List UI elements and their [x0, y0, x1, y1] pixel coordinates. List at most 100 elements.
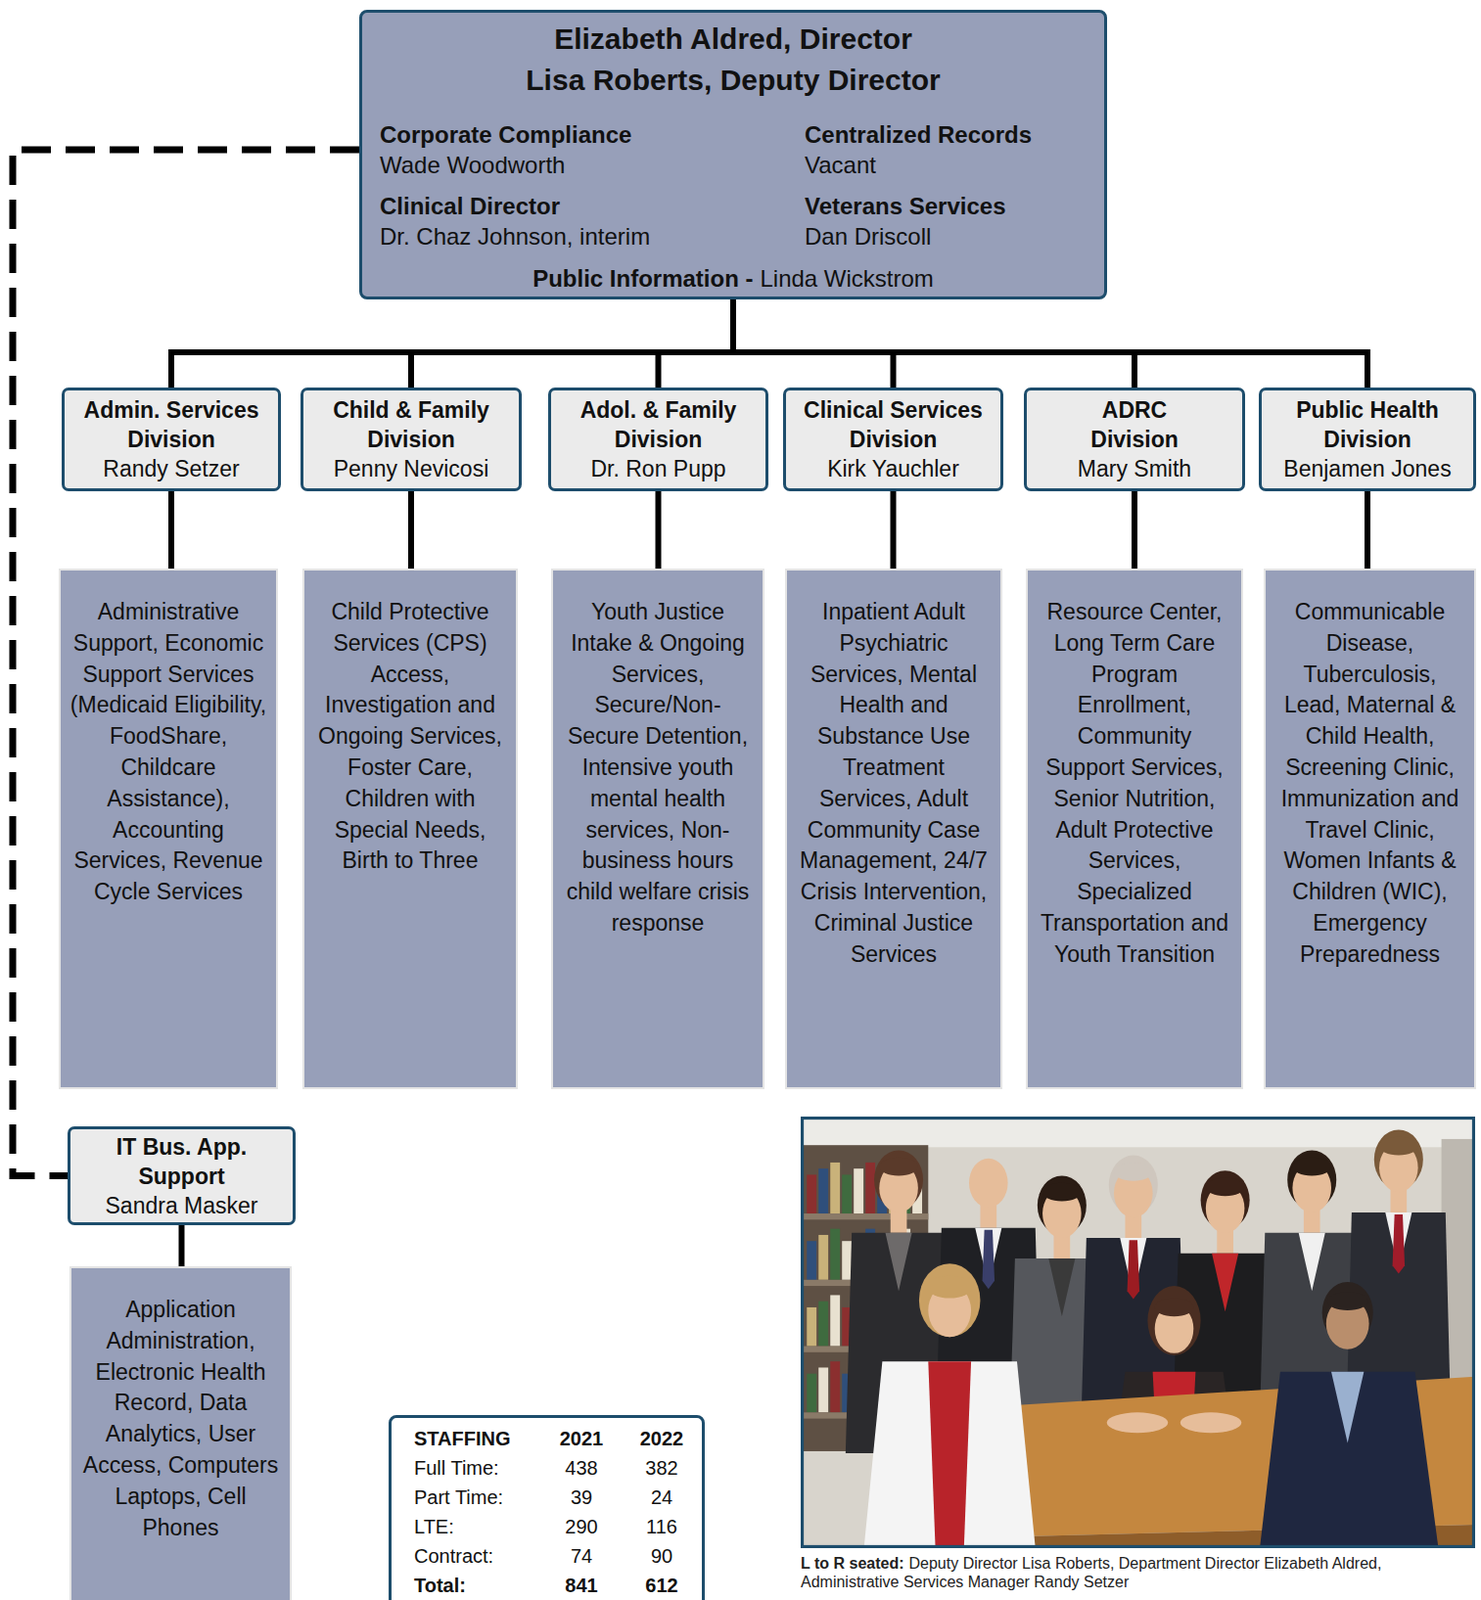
book: [806, 1241, 817, 1281]
services-box: Inpatient Adult Psychiatric Services, Me…: [785, 568, 1003, 1090]
table-cell: 24: [621, 1485, 702, 1510]
services-list: Youth Justice Intake & Ongoing Services,…: [560, 597, 755, 940]
table-cell: 382: [621, 1456, 702, 1481]
table-cell: 612: [621, 1573, 702, 1598]
shelf-board: [800, 1213, 928, 1220]
division-heading: IT Bus. App. Support: [74, 1132, 289, 1192]
division-heading: Admin. Services Division: [68, 395, 275, 455]
role-heading: Corporate Compliance: [379, 121, 632, 149]
division-heading: Clinical Services Division: [789, 395, 997, 455]
book: [841, 1241, 852, 1281]
person-hair: [1205, 1178, 1246, 1198]
division-head-name: Randy Setzer: [102, 454, 239, 484]
book: [818, 1235, 829, 1281]
photo-frame: [802, 1118, 1475, 1548]
person-tie: [982, 1230, 996, 1290]
table-cell: Part Time:: [414, 1485, 542, 1510]
person-shirt: [1298, 1233, 1326, 1292]
book: [841, 1174, 852, 1214]
tree-connector: [408, 491, 415, 569]
book: [830, 1295, 840, 1346]
book: [818, 1301, 829, 1347]
role-holder: Dan Driscoll: [804, 223, 931, 251]
tree-connector: [168, 491, 175, 569]
person-arm: [1107, 1412, 1169, 1434]
book: [806, 1307, 817, 1347]
division-heading: Public Health Division: [1265, 395, 1470, 455]
person-hair: [1327, 1292, 1369, 1311]
person-hair: [1147, 1286, 1201, 1356]
table-cell: 74: [541, 1544, 622, 1569]
services-list: Administrative Support, Economic Support…: [68, 597, 269, 909]
person-shirt: [885, 1233, 913, 1292]
tree-connector: [733, 299, 1135, 388]
staffing-table: STAFFING20212022Full Time:438382Part Tim…: [388, 1415, 705, 1600]
tree-connector: [411, 299, 734, 388]
services-list: Application Administration, Electronic H…: [79, 1295, 282, 1544]
division-heading: ADRC Division: [1061, 395, 1208, 455]
person-hair: [919, 1263, 981, 1338]
tree-connector: [655, 491, 662, 569]
table-cell: 841: [541, 1573, 622, 1598]
division-head-name: Dr. Ron Pupp: [590, 454, 726, 484]
person-tie: [1392, 1214, 1406, 1274]
division-box: Admin. Services DivisionRandy Setzer: [61, 387, 281, 492]
division-box: ADRC DivisionMary Smith: [1023, 387, 1246, 492]
division-head-name: Kirk Yauchler: [827, 454, 960, 484]
book: [830, 1229, 840, 1281]
role-heading: Clinical Director: [379, 192, 560, 221]
person-hair: [926, 1276, 972, 1299]
division-heading: Child & Family Division: [307, 395, 515, 455]
book: [818, 1367, 829, 1413]
person-tie: [1127, 1240, 1141, 1299]
person-shirt: [1331, 1372, 1364, 1444]
table-cell: STAFFING: [414, 1427, 542, 1451]
services-box: Child Protective Services (CPS) Access, …: [302, 568, 518, 1090]
division-box: Adol. & Family DivisionDr. Ron Pupp: [548, 387, 769, 492]
person-body: [864, 1361, 1036, 1549]
book: [830, 1361, 840, 1413]
table-cell: 2021: [541, 1427, 622, 1451]
division-head-name: Benjamen Jones: [1283, 454, 1451, 484]
services-box: Application Administration, Electronic H…: [69, 1266, 292, 1600]
person-hair: [879, 1157, 919, 1177]
table-cell: 290: [541, 1515, 622, 1539]
division-head-name: Sandra Masker: [105, 1191, 259, 1221]
services-list: Inpatient Adult Psychiatric Services, Me…: [794, 597, 993, 972]
role-holder: Linda Wickstrom: [759, 265, 933, 293]
book: [865, 1162, 876, 1214]
division-head-name: Penny Nevicosi: [333, 454, 490, 484]
role-holder: Wade Woodworth: [379, 151, 565, 180]
services-box: Resource Center, Long Term Care Program …: [1025, 568, 1244, 1090]
division-box: IT Bus. App. SupportSandra Masker: [67, 1126, 296, 1226]
table-cell: Full Time:: [414, 1456, 542, 1481]
person-hair: [1042, 1183, 1082, 1203]
person-shirt: [1211, 1253, 1239, 1312]
division-box: Public Health DivisionBenjamen Jones: [1258, 387, 1477, 492]
division-box: Child & Family DivisionPenny Nevicosi: [300, 387, 522, 492]
tree-connector: [179, 1225, 186, 1267]
services-box: Communicable Disease, Tuberculosis, Lead…: [1263, 568, 1477, 1090]
person-hair: [1113, 1162, 1154, 1182]
division-box: Clinical Services DivisionKirk Yauchler: [783, 387, 1004, 492]
table-cell: Total:: [414, 1573, 542, 1598]
book: [830, 1162, 840, 1214]
role-holder: Vacant: [804, 151, 877, 180]
person-shirt: [927, 1361, 972, 1549]
book: [806, 1174, 817, 1214]
division-head-name: Mary Smith: [1077, 454, 1192, 484]
services-box: Administrative Support, Economic Support…: [58, 568, 278, 1090]
table-cell: 2022: [621, 1427, 702, 1451]
table-cell: Contract:: [414, 1544, 542, 1569]
photo-caption: L to R seated:Deputy Director Lisa Rober…: [800, 1554, 1476, 1592]
person-shirt: [1048, 1258, 1075, 1317]
tree-connector: [1364, 491, 1371, 569]
tree-connector: [733, 299, 1368, 388]
table-cell: LTE:: [414, 1515, 542, 1539]
table-cell: 438: [541, 1456, 622, 1481]
tree-connector: [890, 491, 897, 569]
tree-connector: [658, 299, 735, 388]
person-hair: [1379, 1137, 1419, 1157]
table-cell: 116: [621, 1515, 702, 1539]
